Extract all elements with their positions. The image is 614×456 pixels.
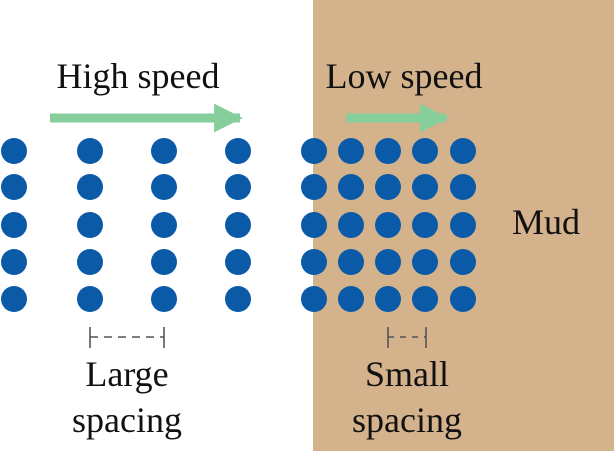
low-speed-dot [450, 249, 476, 275]
high-speed-dot [225, 286, 251, 312]
low-speed-dot [375, 286, 401, 312]
low-speed-dot-grid [301, 138, 476, 312]
low-speed-dot [412, 212, 438, 238]
low-speed-dot [412, 138, 438, 164]
low-speed-dot [301, 286, 327, 312]
high-speed-dot [1, 174, 27, 200]
low-speed-dot [375, 138, 401, 164]
high-speed-dot [1, 138, 27, 164]
high-speed-dot [77, 286, 103, 312]
low-speed-dot [450, 174, 476, 200]
low-speed-dot [301, 138, 327, 164]
low-speed-dot [412, 249, 438, 275]
high-speed-dot [225, 174, 251, 200]
high-speed-dot [1, 212, 27, 238]
small-spacing-label-line2: spacing [352, 400, 462, 440]
low-speed-dot [301, 249, 327, 275]
high-speed-dot [151, 212, 177, 238]
low-speed-dot [375, 212, 401, 238]
high-speed-dot-grid [1, 138, 251, 312]
small-spacing-label-line1: Small [365, 354, 449, 394]
high-speed-dot [77, 249, 103, 275]
high-speed-dot [1, 286, 27, 312]
high-speed-dot [225, 212, 251, 238]
high-speed-dot [77, 138, 103, 164]
low-speed-dot [412, 174, 438, 200]
low-speed-dot [450, 212, 476, 238]
low-speed-dot [301, 174, 327, 200]
high-speed-dot [77, 174, 103, 200]
large-spacing-label-line2: spacing [72, 400, 182, 440]
low-speed-label: Low speed [326, 56, 483, 96]
high-speed-dot [1, 249, 27, 275]
large-spacing-marker [89, 327, 165, 348]
large-spacing-label-line1: Large [85, 354, 168, 394]
low-speed-dot [301, 212, 327, 238]
high-speed-dot [151, 174, 177, 200]
low-speed-dot [338, 286, 364, 312]
low-speed-dot [375, 249, 401, 275]
low-speed-dot [450, 286, 476, 312]
high-speed-dot [225, 138, 251, 164]
mud-label: Mud [512, 202, 580, 242]
low-speed-dot [338, 174, 364, 200]
low-speed-dot [338, 249, 364, 275]
high-speed-dot [151, 249, 177, 275]
low-speed-dot [450, 138, 476, 164]
high-speed-dot [225, 249, 251, 275]
low-speed-dot [412, 286, 438, 312]
high-speed-dot [77, 212, 103, 238]
low-speed-dot [338, 138, 364, 164]
high-speed-label: High speed [57, 56, 220, 96]
high-speed-dot [151, 286, 177, 312]
high-speed-dot [151, 138, 177, 164]
low-speed-dot [375, 174, 401, 200]
small-spacing-marker [387, 327, 427, 348]
low-speed-dot [338, 212, 364, 238]
